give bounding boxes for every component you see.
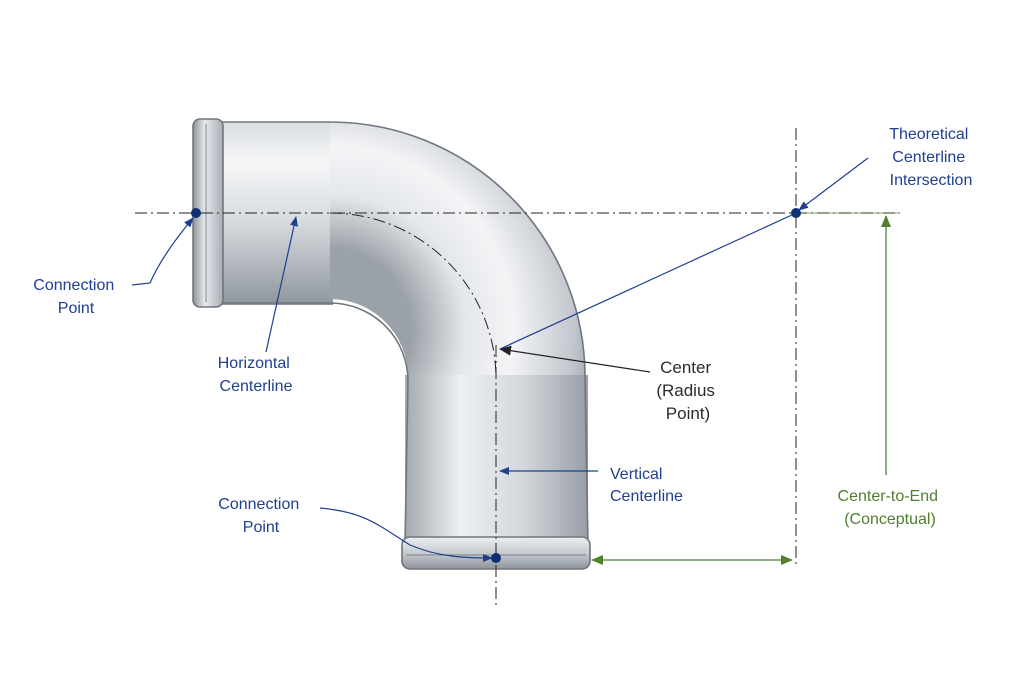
leader-intersection-to-center: [499, 213, 795, 350]
connection-point-left-label: Connection Point: [33, 277, 118, 317]
leader-center-radius: [499, 345, 651, 373]
bend-centerline-arc: [329, 212, 497, 380]
vertical-centerline-label: Vertical Centerline: [610, 466, 683, 505]
theoretical-intersection-dot: [791, 208, 801, 218]
center-to-end-label: Center-to-End (Conceptual): [838, 488, 943, 528]
theoretical-intersection-label: Theoretical Centerline Intersection: [889, 126, 973, 189]
leader-theoretical-intersection: [798, 157, 869, 211]
horizontal-centerline-label: Horizontal Centerline: [218, 355, 294, 395]
leader-connection-left: [131, 217, 194, 286]
pipe-bend-section: [330, 122, 585, 377]
leader-horizontal-centerline: [265, 216, 298, 353]
connection-point-left-dot: [191, 208, 201, 218]
connection-point-bottom-label: Connection Point: [218, 496, 303, 536]
connection-point-bottom-dot: [491, 553, 501, 563]
leader-connection-bottom: [319, 507, 493, 562]
center-radius-label: Center (Radius Point): [656, 358, 719, 423]
pipe-outline: [218, 121, 589, 546]
